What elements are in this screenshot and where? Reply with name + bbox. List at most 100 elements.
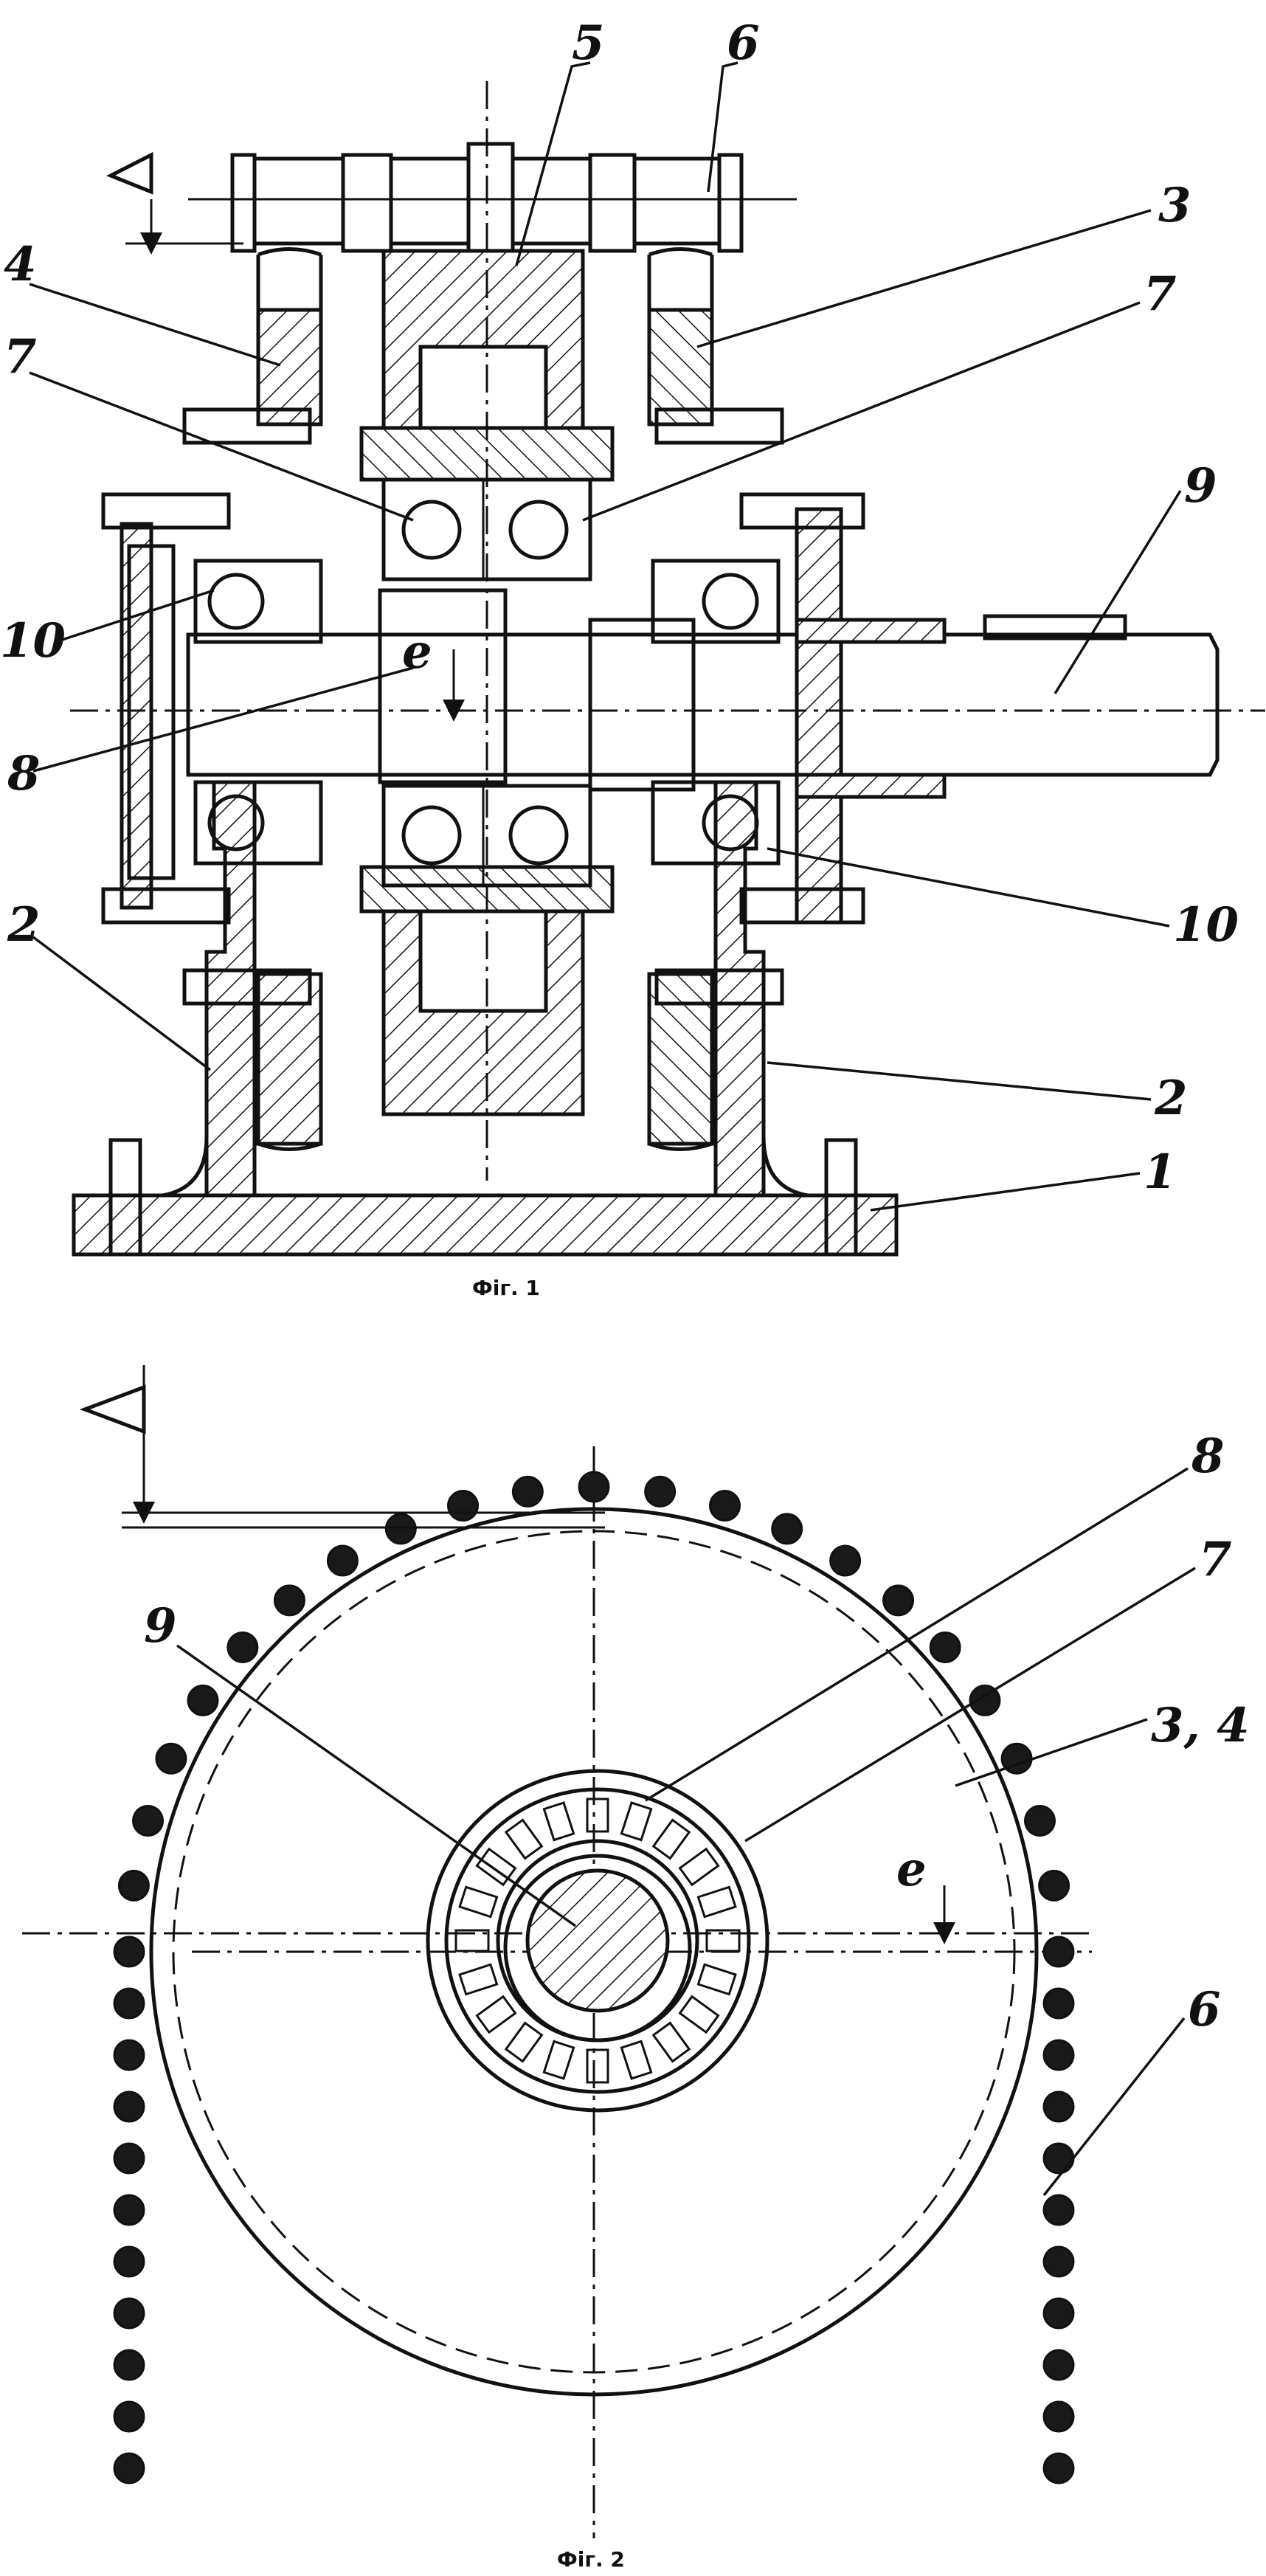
fig1-delta-symbol: [106, 151, 153, 195]
chain-roller: [708, 1490, 741, 1522]
fig2-caption: Фіг. 2: [557, 2547, 625, 2572]
bearing-roller: [458, 1885, 499, 1919]
chain-roller: [117, 1869, 150, 1902]
chain-roller: [1042, 2452, 1075, 2485]
shaft-sleeve-right: [795, 618, 947, 644]
sprocket-3-teeth-upper: [647, 247, 714, 310]
chain-roller: [1042, 2142, 1075, 2175]
chain-roller: [1042, 1936, 1075, 1968]
bearing-7-outer: [426, 1769, 769, 2113]
chain-roller: [771, 1513, 803, 1545]
housing-left: [204, 780, 257, 1198]
fig2-delta-symbol: [79, 1384, 146, 1434]
chain-roller: [113, 2194, 145, 2226]
fig1-label-9: 9: [1184, 458, 1217, 514]
fig1-label-5: 5: [572, 15, 605, 71]
chain-roller: [113, 2090, 145, 2123]
fig1-label-10-right: 10: [1173, 897, 1239, 953]
chain-roller: [644, 1475, 677, 1508]
bearing-roller: [586, 1798, 609, 1833]
chain-roller: [1023, 1805, 1056, 1837]
chain-roller: [113, 2349, 145, 2381]
chain-6-top: [188, 142, 797, 253]
figure-1: 5 6 3 4 7 7 9 10 10 8 e 2 2 1 Фіг. 1: [0, 15, 1265, 1300]
sprocket-3-teeth-lower: [648, 1142, 713, 1151]
bearing-roller: [651, 1818, 691, 1860]
fig1-label-8: 8: [7, 746, 41, 801]
chain-roller: [113, 1987, 145, 2020]
end-cap-left: [120, 522, 153, 910]
bolt-mid-left-down: [101, 887, 231, 925]
bearing-roller: [475, 1847, 517, 1887]
chain-roller: [1042, 2245, 1075, 2278]
chain-roller: [113, 2245, 145, 2278]
bolt-upper-left: [182, 407, 312, 445]
chain-roller: [273, 1584, 305, 1617]
bearing-roller: [454, 1929, 490, 1952]
bolt-mid-left-up: [101, 492, 231, 530]
bearing-roller: [678, 1847, 720, 1887]
chain-roller: [113, 2452, 145, 2485]
chain-roller: [447, 1490, 480, 1522]
shaft-9: [186, 632, 1220, 777]
bearing-roller: [542, 2040, 575, 2080]
fig1-label-4: 4: [4, 237, 37, 292]
bearing-7-ring: [444, 1787, 751, 2094]
fig1-caption: Фіг. 1: [472, 1276, 540, 1300]
fig2-label-9: 9: [144, 1598, 177, 1654]
chain-roller: [113, 1936, 145, 1968]
sprocket-5-lower: [381, 898, 585, 1116]
fig1-label-3: 3: [1158, 178, 1191, 233]
bearing-roller: [475, 1995, 517, 2034]
chain-roller: [113, 2142, 145, 2175]
bolt-lower-left: [182, 968, 312, 1006]
chain-roller: [113, 2039, 145, 2071]
sprocket-5-upper: [381, 249, 585, 445]
bolt-mid-right-up: [739, 492, 865, 530]
figure-2: 8 7 9 3, 4 6 e Фіг. 2: [22, 1365, 1250, 2572]
bearing-roller: [542, 1801, 575, 1842]
sprocket-3-4-outline: [149, 1507, 1039, 2397]
bearing-roller: [620, 1801, 653, 1842]
chain-roller: [578, 1471, 610, 1503]
fig2-label-8: 8: [1191, 1429, 1225, 1484]
fig2-label-6: 6: [1188, 1982, 1221, 2037]
bearing-roller: [620, 2040, 653, 2080]
bearing-10-left: [193, 559, 323, 866]
housing-right: [713, 780, 766, 1198]
fig1-label-2-right: 2: [1154, 1071, 1188, 1126]
bearing-roller: [504, 1818, 544, 1860]
chain-roller: [113, 2297, 145, 2330]
shaft-sleeve-right-lower: [795, 773, 947, 799]
chain-roller: [155, 1742, 187, 1775]
sprocket-3-lower: [647, 972, 714, 1146]
bearing-roller: [458, 1963, 499, 1996]
chain-6-rollers: [113, 1471, 1075, 2485]
end-cap-right-flange: [795, 507, 843, 925]
chain-roller: [929, 1631, 961, 1663]
shaft-collar: [588, 618, 696, 792]
bearing-roller: [696, 1963, 737, 1996]
chain-roller: [882, 1584, 915, 1617]
fig1-label-e: e: [402, 624, 432, 680]
bearing-roller: [678, 1995, 720, 2034]
bearing-roller: [696, 1885, 737, 1919]
chain-roller: [132, 1805, 165, 1837]
chain-roller: [969, 1684, 1001, 1716]
shaft-9-section: [525, 1868, 670, 2013]
fig2-label-3-4: 3, 4: [1151, 1698, 1250, 1753]
shaft-key: [983, 614, 1127, 640]
sprocket-3-4-root: [172, 1530, 1016, 2374]
bearing-7-rollers: [454, 1798, 741, 2084]
eccentric-8: [378, 588, 508, 784]
bearing-roller: [504, 2021, 544, 2063]
bearing-roller: [651, 2021, 691, 2063]
chain-roller: [1042, 2349, 1075, 2381]
eccentric-8-outline: [503, 1854, 692, 2043]
chain-roller: [226, 1631, 259, 1663]
bolt-lower-right: [654, 968, 784, 1006]
chain-roller: [1042, 2039, 1075, 2071]
chain-roller: [1042, 1987, 1075, 2020]
fig2-label-e: e: [896, 1842, 927, 1897]
fig1-label-7-right: 7: [1144, 266, 1177, 322]
